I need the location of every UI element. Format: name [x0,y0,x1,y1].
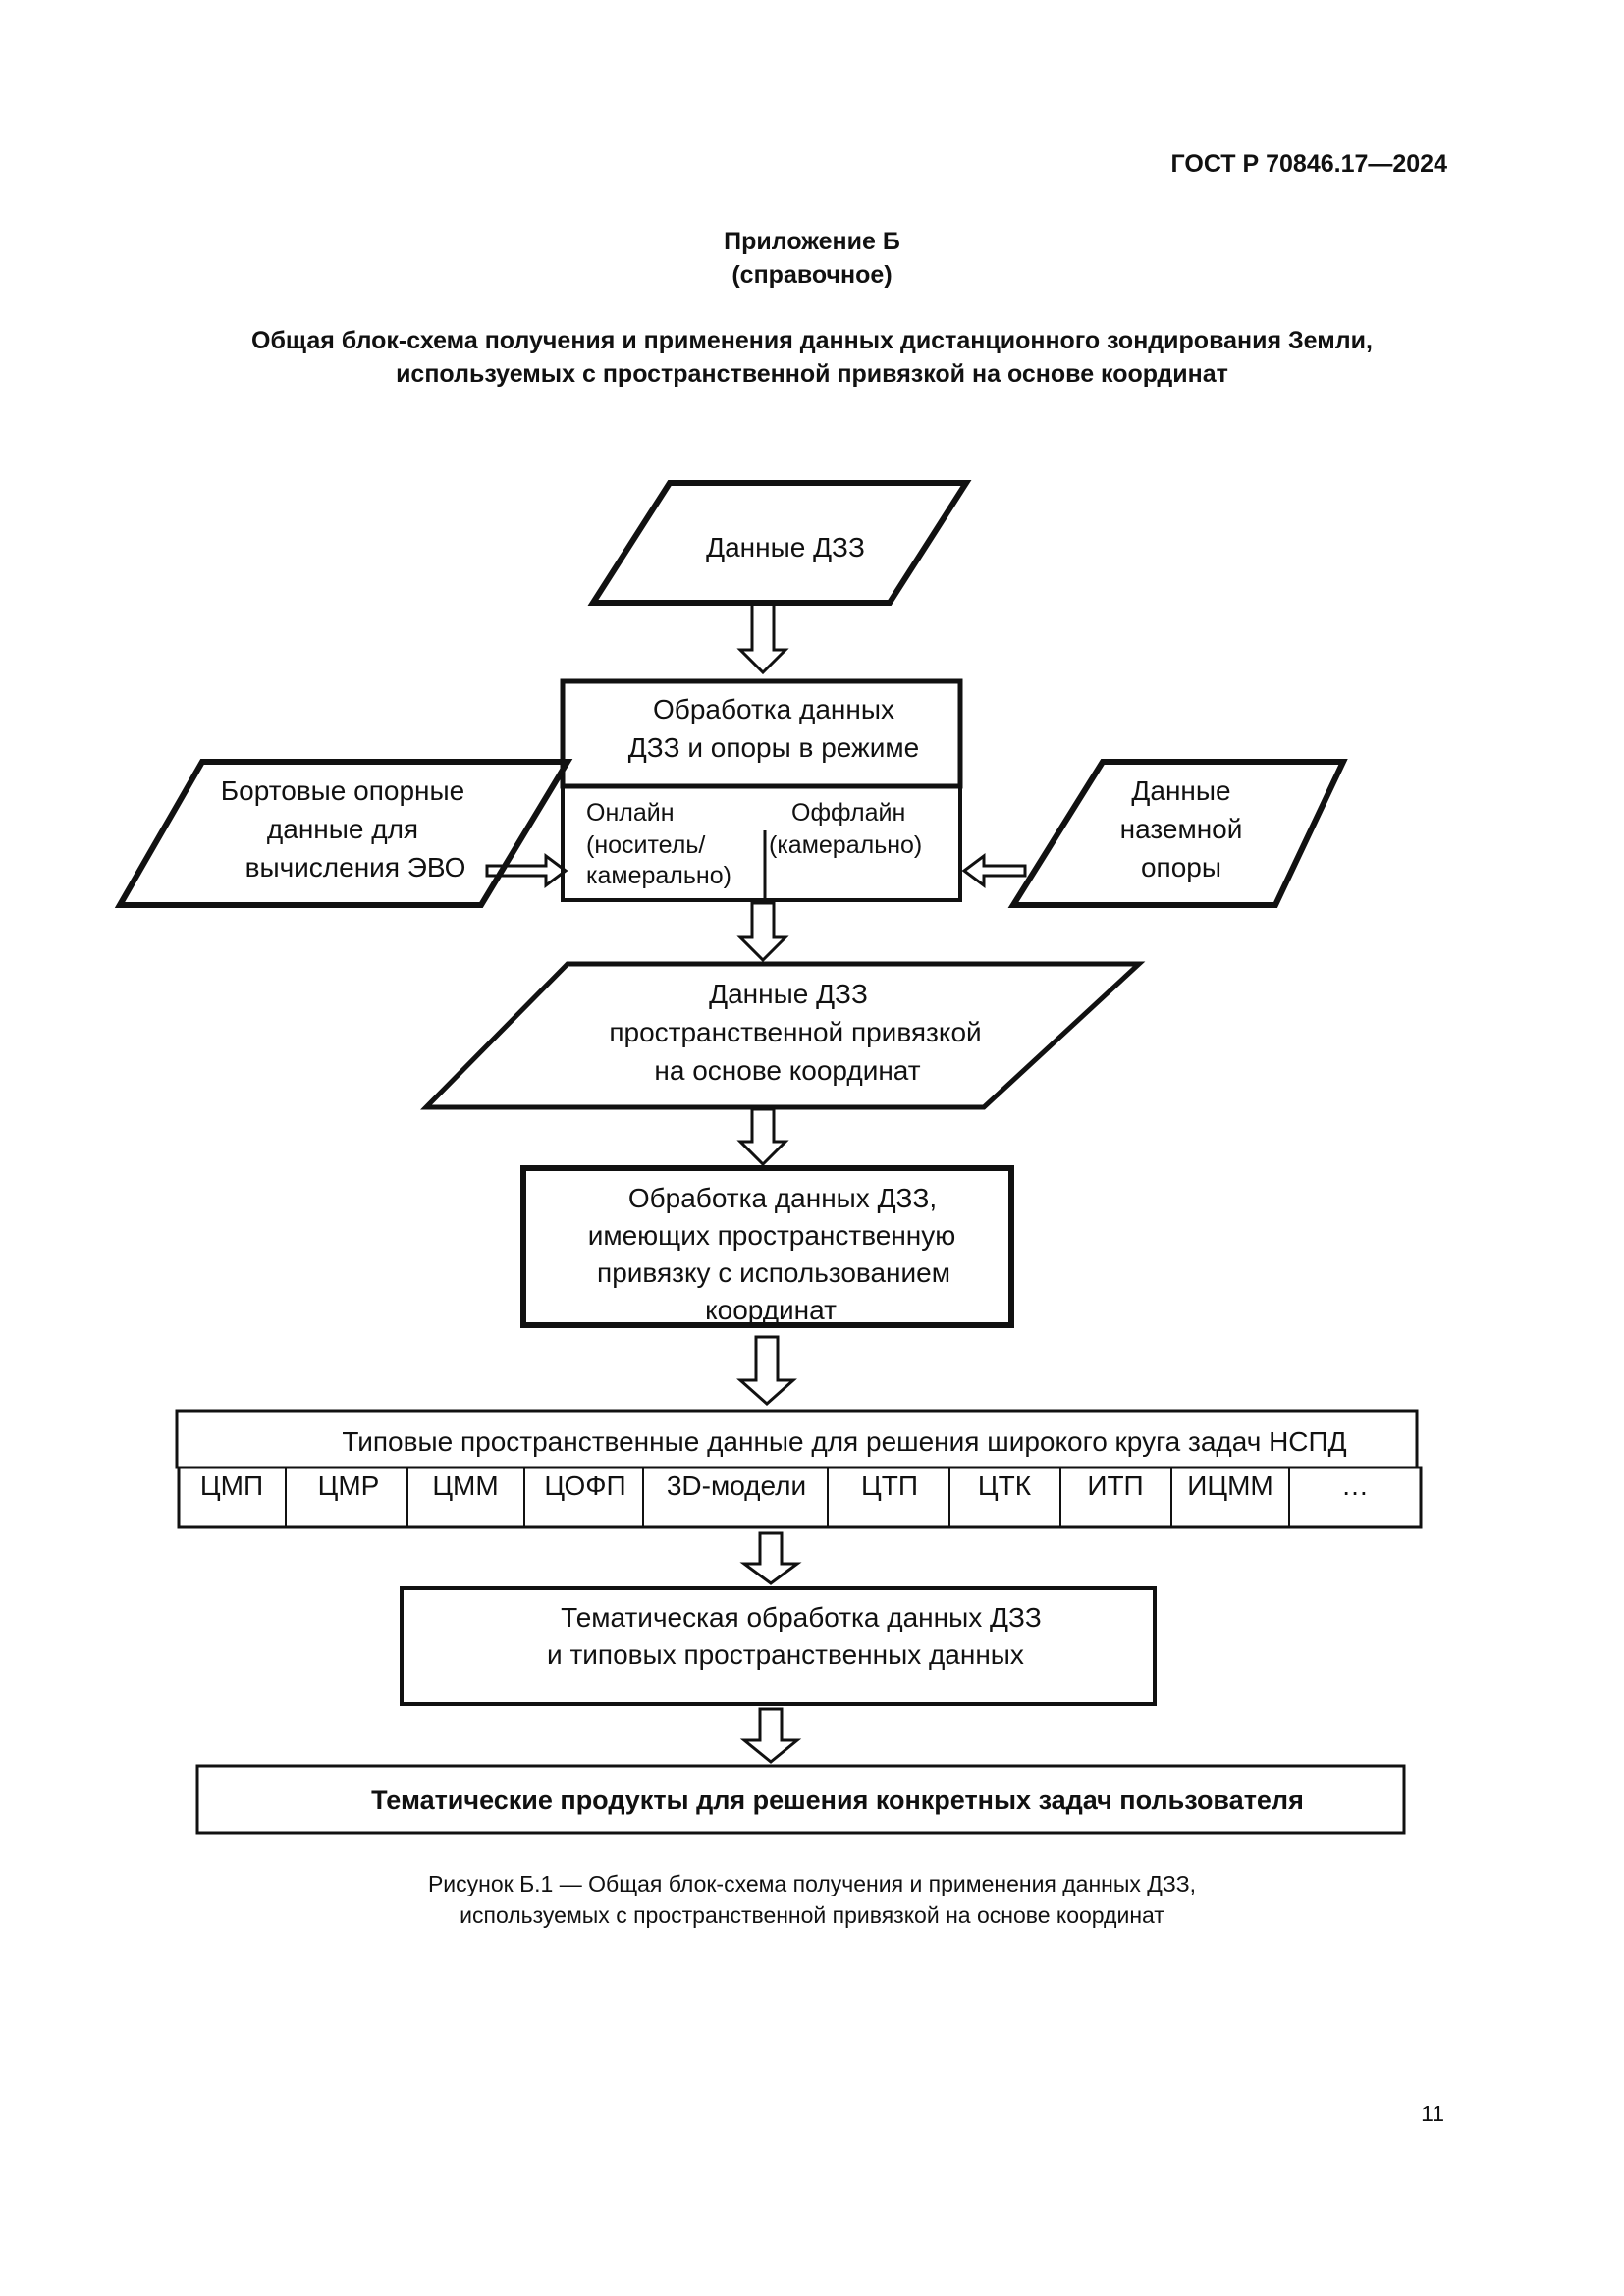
arrow-down-icon [736,1107,789,1167]
georef-processing-line-3: привязку с использованием [597,1257,950,1288]
mode-box [561,784,962,902]
online-line-2: (носитель/ [586,831,705,859]
typical-data-item: ИТП [1087,1470,1143,1501]
typical-data-item: ИЦММ [1187,1470,1273,1501]
georef-data-line-1: Данные ДЗЗ [709,979,868,1009]
arrow-down-icon [736,901,789,963]
typical-data-item: 3D-модели [667,1470,806,1501]
online-line-3: камерально) [586,862,731,889]
typical-data-item: ЦММ [432,1470,498,1501]
georef-processing-line-1: Обработка данных ДЗЗ, [628,1183,937,1213]
thematic-products-label: Тематические продукты для решения конкре… [371,1786,1304,1815]
ground-data-line-3: опоры [1141,852,1221,882]
arrow-right-icon [485,853,568,888]
onboard-data-line-2: данные для [267,814,418,844]
arrow-down-icon [739,1531,802,1585]
page-number: 11 [1421,2101,1444,2126]
input-data-shape [587,480,972,606]
ground-data-shape [1007,759,1348,908]
typical-data-items-box [177,1466,1423,1529]
georef-data-shape [420,961,1146,1110]
figure-caption-line-2: используемых с пространственной привязко… [460,1902,1164,1928]
processing-mode-line-1: Обработка данных [653,694,894,724]
figure-title-line-2: используемых с пространственной привязко… [396,360,1228,388]
offline-line-2: (камерально) [769,831,922,859]
flowchart: Данные ДЗЗ Обработка данных ДЗЗ и опоры … [114,480,1423,1835]
arrow-down-icon [736,601,789,675]
typical-data-item: ЦМР [318,1470,380,1501]
typical-data-title: Типовые пространственные данные для реше… [342,1426,1346,1457]
typical-data-item: ЦТП [861,1470,918,1501]
appendix-subtitle: (справочное) [731,261,893,289]
georef-data-line-3: на основе координат [654,1055,920,1086]
appendix-title: Приложение Б [724,228,900,255]
standard-number: ГОСТ Р 70846.17—2024 [1170,150,1447,178]
georef-processing-line-4: координат [705,1295,837,1325]
figure-caption-line-1: Рисунок Б.1 — Общая блок-схема получения… [427,1871,1197,1896]
figure-title-line-1: Общая блок-схема получения и применения … [251,327,1373,354]
arrow-down-icon [739,1707,802,1764]
ground-data-line-1: Данные [1131,775,1230,806]
georef-processing-line-2: имеющих пространственную [588,1220,956,1251]
thematic-processing-line-2: и типовых пространственных данных [547,1639,1024,1670]
thematic-products-box [195,1764,1406,1835]
thematic-processing-line-1: Тематическая обработка данных ДЗЗ [561,1602,1042,1632]
georef-data-line-2: пространственной привязкой [609,1017,981,1047]
onboard-data-line-3: вычисления ЭВО [245,852,466,882]
onboard-data-shape [114,759,573,908]
thematic-processing-box [400,1586,1157,1706]
offline-line-1: Оффлайн [791,799,905,827]
ground-data-line-2: наземной [1120,814,1243,844]
typical-data-item: … [1341,1470,1369,1501]
georef-processing-box [520,1165,1014,1328]
typical-data-item: ЦМП [200,1470,263,1501]
arrow-down-icon [736,1335,797,1407]
typical-data-item: ЦОФП [544,1470,625,1501]
input-data-label: Данные ДЗЗ [706,532,865,562]
processing-mode-line-2: ДЗЗ и опоры в режиме [628,732,919,763]
onboard-data-line-1: Бортовые опорные [221,775,464,806]
arrow-left-icon [961,853,1027,888]
typical-data-item: ЦТК [978,1470,1032,1501]
online-line-1: Онлайн [586,799,675,827]
